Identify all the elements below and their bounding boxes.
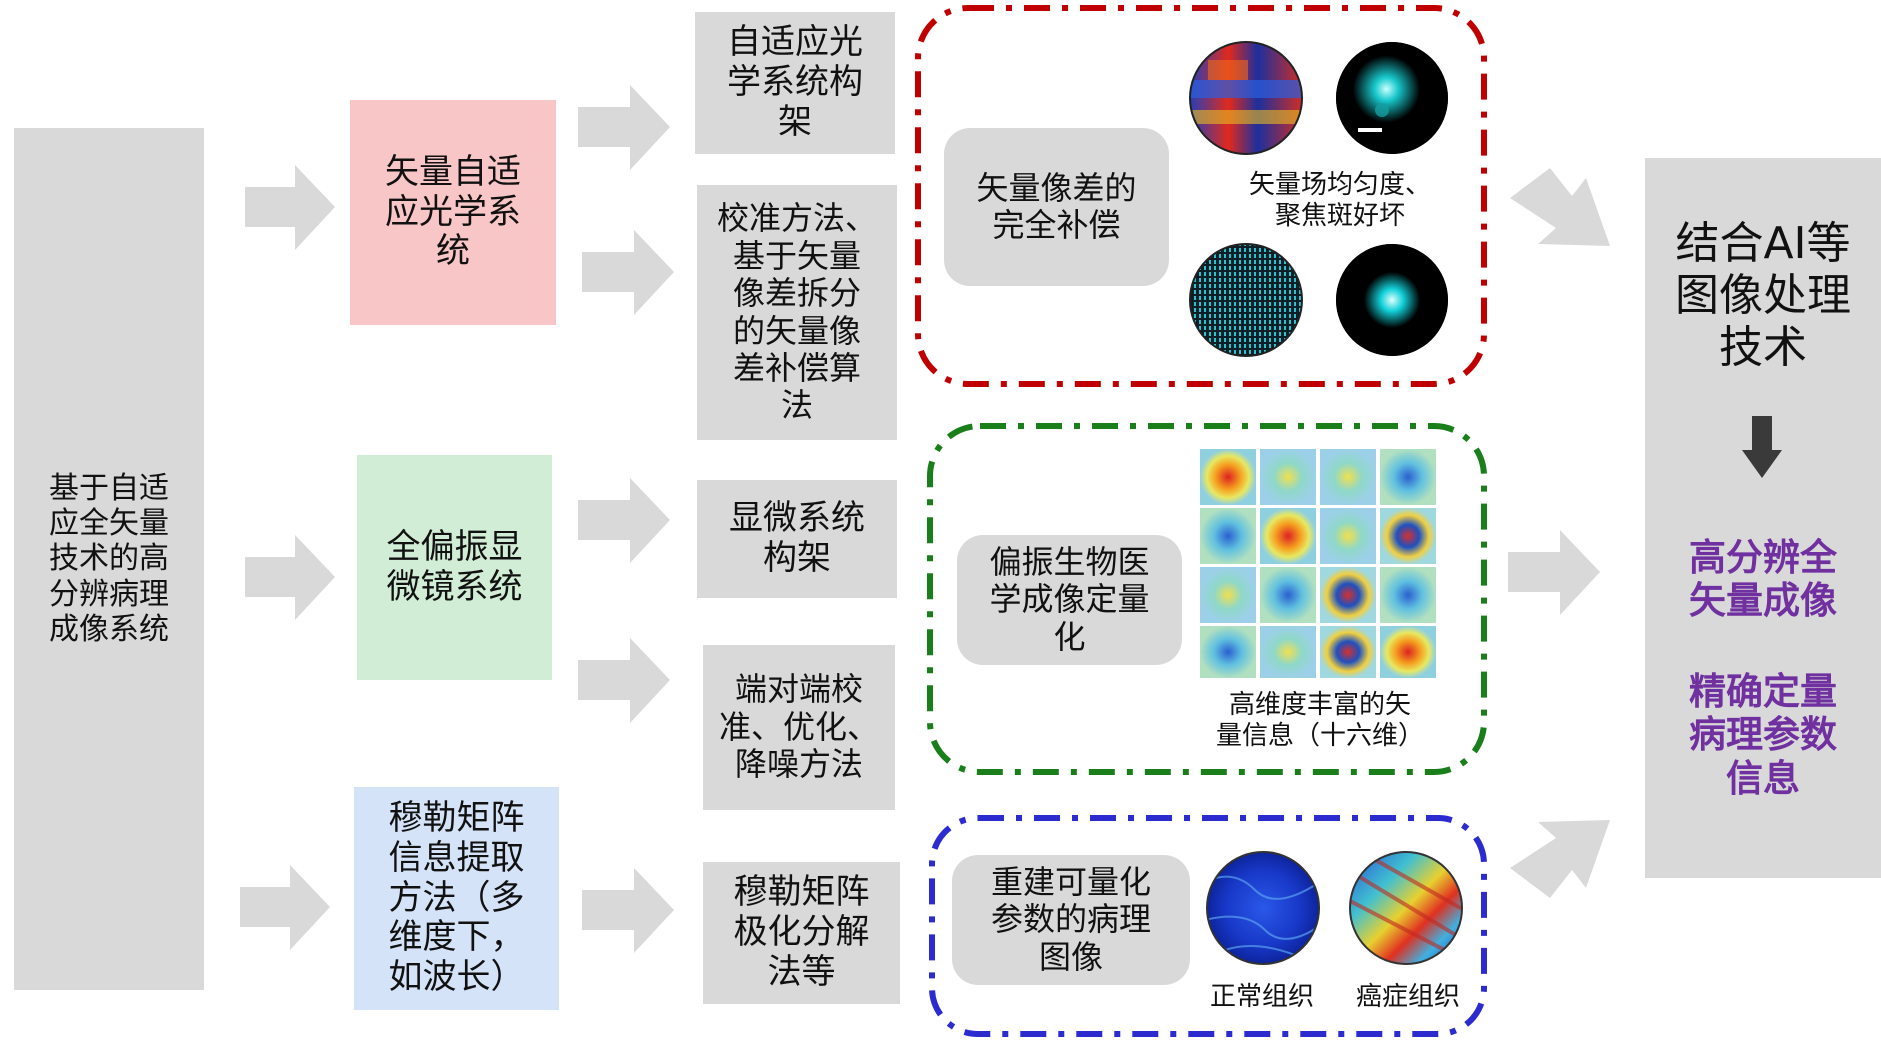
mueller-decomposition-label: 穆勒矩阵 极化分解 法等: [733, 872, 870, 992]
blue-panel-frame: [929, 815, 1487, 1037]
red-panel-frame: [915, 5, 1487, 387]
arrow-right-icon: [582, 230, 674, 315]
vector-aberration-compensation-box: 矢量像差的 完全补偿: [944, 128, 1169, 286]
vector-ao-system-box: 矢量自适 应光学系 统: [350, 100, 556, 325]
pathology-reconstruction-label: 重建可量化 参数的病理 图像: [990, 862, 1151, 976]
calibration-method-box: 校准方法、 基于矢量 像差拆分 的矢量像 差补偿算 法: [697, 185, 897, 440]
polarization-quantification-label: 偏振生物医 学成像定量 化: [989, 542, 1150, 656]
normal-tissue-label: 正常组织: [1209, 982, 1314, 1012]
root-system-label: 基于自适 应全矢量 技术的高 分辨病理 成像系统: [49, 471, 169, 647]
vector-ao-system-label: 矢量自适 应光学系 统: [385, 151, 521, 272]
ao-framework-box: 自适应光 学系统构 架: [695, 12, 895, 154]
vector-field-image: [1189, 243, 1303, 357]
ai-processing-title: 结合AI等 图像处理 技术: [1675, 218, 1851, 373]
pathology-reconstruction-box: 重建可量化 参数的病理 图像: [952, 855, 1190, 985]
focus-spot-image: [1336, 42, 1448, 154]
result-high-resolution: 高分辨全 矢量成像: [1689, 536, 1837, 623]
full-polarization-microscope-label: 全偏振显 微镜系统: [386, 526, 523, 607]
calibration-method-label: 校准方法、 基于矢量 像差拆分 的矢量像 差补偿算 法: [716, 199, 877, 425]
polarization-quantification-box: 偏振生物医 学成像定量 化: [957, 535, 1182, 665]
arrow-right-icon: [1510, 820, 1610, 898]
mueller-info-caption: 高维度丰富的矢 量信息（十六维）: [1215, 690, 1424, 752]
root-system-box: 基于自适 应全矢量 技术的高 分辨病理 成像系统: [14, 128, 204, 990]
arrow-right-icon: [1508, 530, 1600, 615]
arrow-right-icon: [1510, 168, 1610, 246]
arrow-right-icon: [578, 85, 670, 170]
tissue-image: [1206, 851, 1320, 965]
ao-framework-label: 自适应光 学系统构 架: [727, 22, 863, 142]
microscope-framework-label: 显微系统 构架: [729, 498, 865, 578]
vector-field-caption: 矢量场均匀度、 聚焦斑好坏: [1248, 170, 1431, 232]
arrow-right-icon: [578, 638, 670, 723]
end-to-end-label: 端对端校 准、优化、 降噪方法: [718, 670, 879, 784]
arrow-right-icon: [578, 478, 670, 563]
arrow-down-icon: [1742, 416, 1782, 478]
arrow-right-icon: [245, 165, 335, 250]
mueller-decomposition-box: 穆勒矩阵 极化分解 法等: [703, 862, 900, 1004]
mueller-extraction-label: 穆勒矩阵 信息提取 方法（多 维度下， 如波长）: [388, 798, 525, 998]
green-panel-frame: [927, 423, 1487, 775]
mueller-extraction-box: 穆勒矩阵 信息提取 方法（多 维度下， 如波长）: [354, 787, 559, 1010]
result-quantitative-parameters: 精确定量 病理参数 信息: [1689, 670, 1837, 800]
full-polarization-microscope-box: 全偏振显 微镜系统: [357, 455, 552, 680]
mueller-matrix-grid-image: [1200, 449, 1436, 678]
arrow-right-icon: [582, 868, 674, 953]
tissue-image: [1349, 851, 1463, 965]
cancer-tissue-label: 癌症组织: [1355, 982, 1460, 1012]
arrow-right-icon: [240, 865, 330, 950]
focus-spot-image: [1336, 244, 1448, 356]
microscope-framework-box: 显微系统 构架: [697, 480, 897, 598]
vector-aberration-compensation-label: 矢量像差的 完全补偿: [976, 168, 1137, 244]
arrow-right-icon: [245, 535, 335, 620]
ai-processing-column: 结合AI等 图像处理 技术 高分辨全 矢量成像 精确定量 病理参数 信息: [1645, 158, 1881, 878]
end-to-end-box: 端对端校 准、优化、 降噪方法: [703, 645, 895, 810]
vector-field-image: [1189, 41, 1303, 155]
